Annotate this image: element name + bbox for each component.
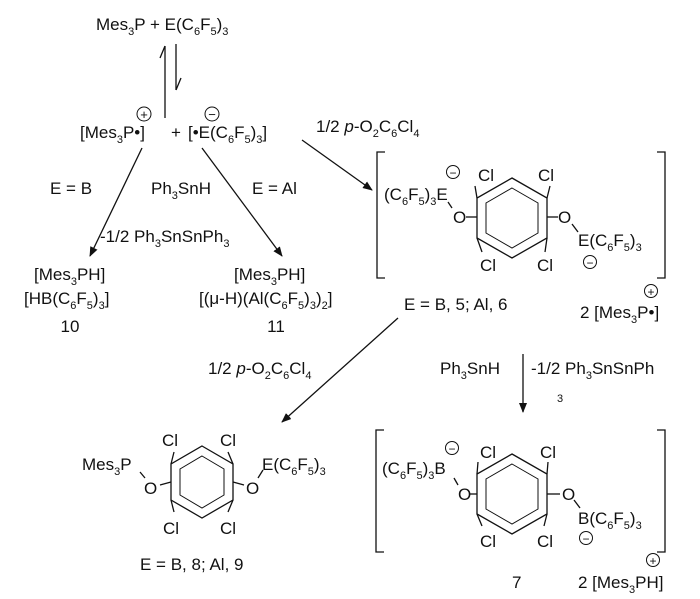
complex-5-6: Cl Cl Cl Cl O O − (C6F5)3E E(C6F5)3 − — [376, 151, 666, 279]
svg-text:O: O — [144, 479, 157, 498]
svg-text:−: − — [586, 256, 593, 270]
label-8-9: E = B, 8; Al, 9 — [140, 555, 243, 574]
reagent-ph3snh-2: Ph3SnH — [440, 359, 500, 382]
svg-text:Cl: Cl — [480, 443, 496, 462]
svg-text:Mes3P: Mes3P — [82, 455, 132, 478]
svg-text:Cl: Cl — [537, 256, 553, 275]
reagent-half-snsn-2-sub: 3 — [557, 393, 563, 405]
product-8-9: Cl Cl Cl Cl O O Mes3P E(C6F5)3 — [82, 431, 326, 538]
svg-text:B(C6F5)3: B(C6F5)3 — [578, 509, 642, 532]
svg-text:(C6F5)3B: (C6F5)3B — [382, 459, 446, 482]
svg-text:Cl: Cl — [538, 166, 554, 185]
svg-text:(C6F5)3E: (C6F5)3E — [384, 185, 448, 208]
minus-charge: − — [208, 107, 216, 122]
reagent-ph3snh: Ph3SnH — [151, 179, 211, 202]
reagent-half-snsn-2: -1/2 Ph3SnSnPh — [531, 359, 654, 382]
svg-text:[Mes3P•]: [Mes3P•] — [80, 123, 145, 146]
svg-text:2 [Mes3PH]: 2 [Mes3PH] — [578, 573, 664, 596]
svg-text:[•E(C6F5)3]: [•E(C6F5)3] — [188, 123, 267, 146]
compound-number-10: 10 — [61, 317, 80, 336]
svg-text:−: − — [448, 442, 455, 456]
product-7: Cl Cl Cl Cl O O − (C6F5)3B B(C6F5)3 − — [375, 429, 666, 553]
svg-text:2 [Mes3P•]: 2 [Mes3P•] — [580, 303, 659, 326]
svg-text:+: + — [171, 123, 181, 142]
svg-text:+: + — [649, 554, 656, 568]
compound-number-7: 7 — [512, 573, 521, 592]
radical-pair: + − [Mes3P•] + [•E(C6F5)3] — [80, 106, 267, 146]
svg-text:Cl: Cl — [162, 431, 178, 450]
reagent-half-snsn: -1/2 Ph3SnSnPh3 — [100, 227, 229, 250]
svg-text:O: O — [453, 208, 466, 227]
label-5-6: E = B, 5; Al, 6 — [404, 295, 507, 314]
svg-text:Cl: Cl — [537, 532, 553, 551]
svg-text:[Mes3PH]: [Mes3PH] — [234, 265, 305, 288]
svg-text:O: O — [458, 485, 471, 504]
counter-ion-7: + 2 [Mes3PH] — [578, 553, 664, 596]
svg-text:[(μ-H)(Al(C6F5)3)2]: [(μ-H)(Al(C6F5)3)2] — [199, 289, 332, 312]
svg-text:−: − — [449, 166, 456, 180]
reagent-e-al: E = Al — [252, 179, 297, 198]
svg-text:Cl: Cl — [220, 431, 236, 450]
reagent-quinone: 1/2 p-O2C6Cl4 — [316, 117, 419, 140]
svg-text:E(C6F5)3: E(C6F5)3 — [262, 455, 326, 478]
compound-number-11: 11 — [267, 317, 285, 336]
svg-text:E(C6F5)3: E(C6F5)3 — [578, 231, 642, 254]
svg-text:O: O — [246, 479, 259, 498]
svg-text:Cl: Cl — [480, 256, 496, 275]
svg-text:[Mes3PH]: [Mes3PH] — [34, 265, 105, 288]
reagent-e-b: E = B — [50, 179, 92, 198]
svg-text:Cl: Cl — [478, 166, 494, 185]
product-10: [Mes3PH] [HB(C6F5)3] 10 — [24, 265, 109, 336]
plus-charge: + — [140, 107, 148, 122]
svg-text:Cl: Cl — [220, 519, 236, 538]
svg-text:Cl: Cl — [540, 443, 556, 462]
reaction-arrows — [89, 139, 527, 423]
svg-text:O: O — [558, 208, 571, 227]
svg-text:Cl: Cl — [163, 519, 179, 538]
counter-ion-5-6: + 2 [Mes3P•] — [580, 284, 659, 326]
svg-text:+: + — [647, 285, 654, 299]
product-11: [Mes3PH] [(μ-H)(Al(C6F5)3)2] 11 — [199, 265, 332, 336]
top-reactants: Mes3P + E(C6F5)3 — [96, 15, 228, 38]
svg-text:[HB(C6F5)3]: [HB(C6F5)3] — [24, 289, 109, 312]
svg-text:O: O — [562, 485, 575, 504]
equilibrium-arrows — [159, 44, 182, 118]
reagent-quinone-2: 1/2 p-O2C6Cl4 — [208, 359, 311, 382]
svg-text:−: − — [582, 532, 589, 546]
svg-text:Cl: Cl — [480, 532, 496, 551]
